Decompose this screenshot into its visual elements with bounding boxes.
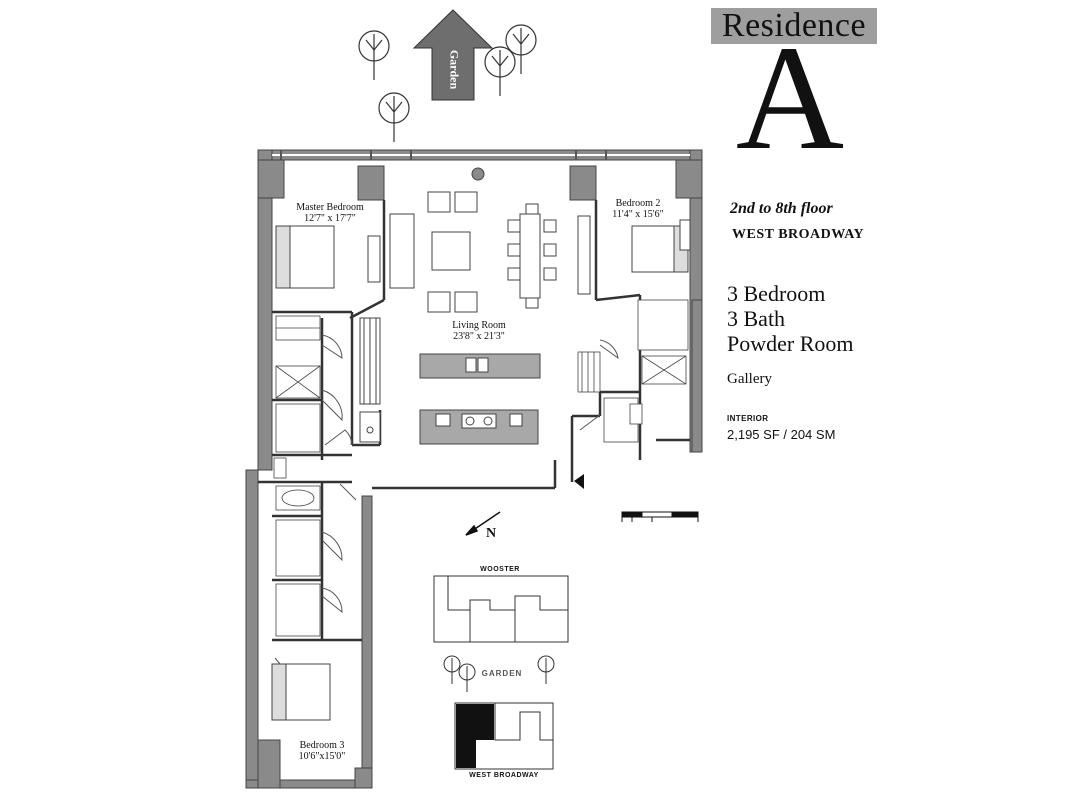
key-plan (433, 575, 569, 770)
bathroom-fixtures (273, 299, 689, 637)
door-swings (274, 334, 619, 677)
bedroom-3-furniture (271, 663, 331, 721)
tree-icon (537, 655, 555, 684)
street-name: WEST BROADWAY (732, 227, 865, 242)
key-plan-bottom-street: WEST BROADWAY (469, 772, 539, 779)
living-room-label: Living Room 23'8" x 21'3" (434, 320, 524, 342)
living-room-name: Living Room (452, 320, 506, 331)
tree-icon (458, 663, 476, 692)
garden-arrow-label: Garden (447, 49, 462, 90)
master-bedroom-size: 12'7" x 17'7" (304, 213, 356, 224)
north-label: N (486, 526, 497, 541)
master-bedroom-furniture (275, 225, 381, 289)
bedroom-2-furniture (631, 219, 691, 273)
highlighted-unit (456, 704, 494, 768)
master-bedroom-label: Master Bedroom 12'7" x 17'7" (282, 202, 378, 224)
bedroom-2-name: Bedroom 2 (615, 198, 661, 209)
residence-title: Residence (711, 8, 877, 44)
tree-icons (358, 24, 537, 142)
north-arrow-icon (465, 511, 501, 536)
key-plan-garden-label: GARDEN (481, 669, 523, 678)
garden-arrow-icon (412, 9, 494, 101)
bedroom-3-label: Bedroom 3 10'6"x15'0" (284, 740, 360, 762)
tree-icon (443, 655, 461, 684)
tree-icon (484, 46, 516, 96)
key-plan-top-street: WOOSTER (480, 566, 520, 573)
master-bedroom-name: Master Bedroom (296, 202, 364, 213)
tree-icon (378, 92, 410, 142)
residence-letter: A (735, 15, 845, 181)
scale-bar (621, 511, 699, 522)
entry-arrow-icon (574, 474, 584, 489)
interior-heading: INTERIOR (727, 414, 769, 423)
tree-icon (505, 24, 537, 74)
interior-area: 2,195 SF / 204 SM (727, 427, 836, 442)
tree-icon (358, 30, 390, 80)
gallery-label: Gallery (727, 371, 772, 387)
floor-range: 2nd to 8th floor (730, 200, 833, 217)
kitchen-island (359, 317, 541, 445)
bedroom-3-size: 10'6"x15'0" (298, 751, 346, 762)
bath-count: 3 Bath (727, 306, 786, 331)
powder-room: Powder Room (727, 331, 854, 356)
bedroom-3-name: Bedroom 3 (299, 740, 345, 751)
living-room-furniture (389, 191, 591, 313)
bedroom-count: 3 Bedroom (727, 281, 826, 306)
bedroom-2-size: 11'4" x 15'6" (612, 209, 664, 220)
living-room-size: 23'8" x 21'3" (453, 331, 505, 342)
bedroom-2-label: Bedroom 2 11'4" x 15'6" (598, 198, 678, 220)
columns (257, 159, 703, 453)
